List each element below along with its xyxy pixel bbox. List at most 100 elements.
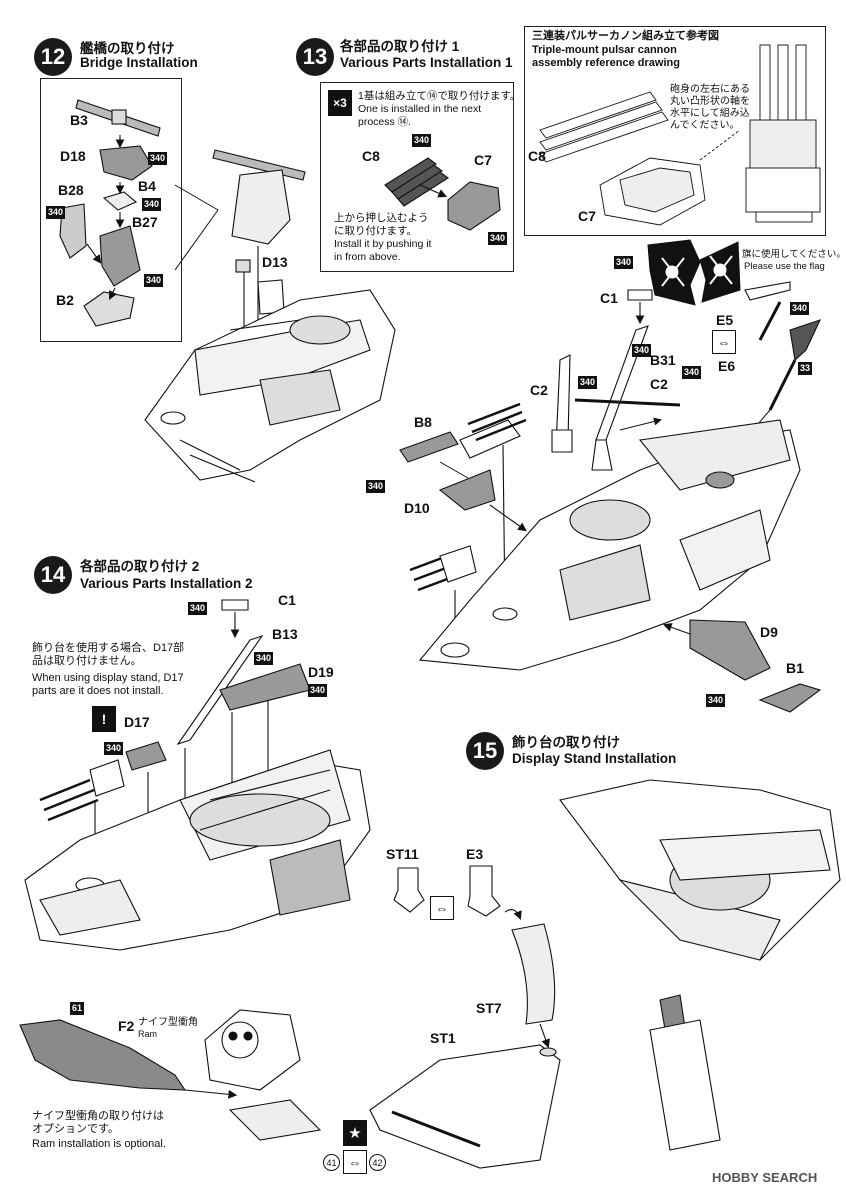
step12-title-jp: 艦橋の取り付け	[80, 41, 175, 56]
step-number-15: 15	[466, 732, 504, 770]
step13-inset-frame	[320, 82, 514, 272]
step-number-12: 12	[34, 38, 72, 76]
paint-code-tag-33: 33	[798, 362, 813, 375]
step14-title-en: Various Parts Installation 2	[80, 576, 253, 591]
step13-multiplier-note: 1基は組み立て⑭で取り付けます。 One is installed in the…	[358, 90, 521, 128]
step14-note-jp: 飾り台を使用する場合、D17部 品は取り付けません。	[32, 642, 185, 667]
reference-title-jp: 三連装パルサーカノン組み立て参考図	[532, 30, 719, 42]
decal-star-icon: ★	[343, 1120, 367, 1146]
part-label-c2-right: C2	[650, 376, 668, 392]
paint-warning-icon: !	[92, 706, 116, 732]
quantity-multiplier-badge: ×3	[328, 90, 352, 116]
step12-bridge-assembly	[212, 149, 306, 365]
part-label-b13: B13	[272, 626, 298, 642]
part-label-c1: C1	[600, 290, 618, 306]
paint-code-tag: 340	[144, 274, 164, 287]
step12-ship-hull	[144, 289, 396, 483]
step14-ship-hull	[24, 749, 371, 951]
reference-part-label-c7: C7	[578, 208, 596, 224]
part-label-b2: B2	[56, 292, 74, 308]
paint-code-tag: 340	[308, 684, 328, 697]
part-label-d10: D10	[404, 500, 430, 516]
paint-code-tag: 340	[366, 480, 386, 493]
reference-part-label-c8: C8	[528, 148, 546, 164]
part-label-d18: D18	[60, 148, 86, 164]
step13-reference-frame	[524, 26, 826, 236]
swap-arrow-icon: ⇔	[712, 330, 736, 354]
step-number-13: 13	[296, 38, 334, 76]
hobby-search-watermark: HOBBY SEARCH	[712, 1170, 818, 1185]
part-label-e6: E6	[718, 358, 736, 374]
part-label-b28: B28	[58, 182, 84, 198]
part-label-e3: E3	[466, 846, 484, 862]
decal-number-42: 42	[369, 1154, 386, 1171]
step14-ram	[19, 1009, 322, 1141]
part-label-d9: D9	[760, 624, 778, 640]
step14-title-jp: 各部品の取り付け 2	[80, 559, 200, 574]
reference-note-jp: 砲身の左右にある 丸い凸形状の軸を 水平にして組み込 んでください。	[670, 84, 750, 131]
paint-code-tag: 340	[254, 652, 274, 665]
paint-code-tag-61: 61	[70, 1002, 85, 1015]
paint-code-tag: 340	[706, 694, 726, 707]
step15-ship	[559, 779, 841, 1151]
inset-part-label-c7: C7	[474, 152, 492, 168]
step13-flag-poles	[738, 281, 822, 447]
inset-part-label-c8: C8	[362, 148, 380, 164]
decal-number-41: 41	[323, 1154, 340, 1171]
part-label-st7: ST7	[476, 1000, 502, 1016]
part-label-b31: B31	[650, 352, 676, 368]
part-label-b27: B27	[132, 214, 158, 230]
step-number-14: 14	[34, 556, 72, 594]
part-label-b8: B8	[414, 414, 432, 430]
paint-code-tag: 340	[632, 344, 652, 357]
step15-title-en: Display Stand Installation	[512, 751, 677, 766]
paint-code-tag: 340	[790, 302, 810, 315]
paint-code-tag: 340	[46, 206, 66, 219]
flag-note-jp: 旗に使用してください。	[742, 249, 846, 260]
step12-title-en: Bridge Installation	[80, 55, 198, 70]
reference-title-en: Triple-mount pulsar cannon assembly refe…	[532, 44, 680, 69]
step13-pirate-flags	[647, 239, 741, 306]
part-label-c1: C1	[278, 592, 296, 608]
step12-parts-frame	[40, 78, 182, 342]
part-label-b3: B3	[70, 112, 88, 128]
step13-ship-hull	[418, 419, 801, 671]
paint-code-tag: 340	[614, 256, 634, 269]
part-label-d19: D19	[308, 664, 334, 680]
paint-code-tag: 340	[412, 134, 432, 147]
part-label-st11: ST11	[386, 846, 419, 862]
step13-title-en: Various Parts Installation 1	[340, 55, 513, 70]
step13-inset-cannon	[384, 157, 501, 231]
part-label-b4: B4	[138, 178, 156, 194]
ram-name-jp: ナイフ型衝角	[138, 1017, 198, 1028]
paint-code-tag: 340	[578, 376, 598, 389]
part-label-f2: F2	[118, 1018, 135, 1034]
paint-code-tag: 340	[682, 366, 702, 379]
step12-exploded-bridge	[59, 99, 161, 327]
step15-stand-parts	[369, 865, 561, 1169]
part-label-d17: D17	[124, 714, 150, 730]
part-label-e5: E5	[716, 312, 734, 328]
paint-code-tag: 340	[142, 198, 162, 211]
step13-reference-drawing	[539, 44, 821, 226]
step13-title-jp: 各部品の取り付け 1	[340, 39, 460, 54]
paint-code-tag: 340	[188, 602, 208, 615]
step14-note-en: When using display stand, D17 parts are …	[32, 672, 184, 697]
step13-parts	[399, 289, 822, 713]
ram-name-en: Ram	[138, 1029, 158, 1039]
paint-code-tag: 340	[104, 742, 124, 755]
part-label-b1: B1	[786, 660, 804, 676]
ram-note-en: Ram installation is optional.	[32, 1138, 166, 1150]
part-label-st1: ST1	[430, 1030, 456, 1046]
ram-note-jp: ナイフ型衝角の取り付けは オプションです。	[32, 1110, 164, 1135]
paint-code-tag: 340	[488, 232, 508, 245]
swap-arrow-icon: ⇔	[430, 896, 454, 920]
decal-swap-arrow-icon: ⇔	[343, 1150, 367, 1174]
part-label-c2-left: C2	[530, 382, 548, 398]
part-label-d13: D13	[262, 254, 288, 270]
step13-push-note: 上から押し込むよう に取り付けます。 Install it by pushing…	[334, 212, 432, 263]
step15-title-jp: 飾り台の取り付け	[512, 735, 620, 750]
flag-note-en: Please use the flag	[744, 261, 825, 272]
paint-code-tag: 340	[148, 152, 168, 165]
